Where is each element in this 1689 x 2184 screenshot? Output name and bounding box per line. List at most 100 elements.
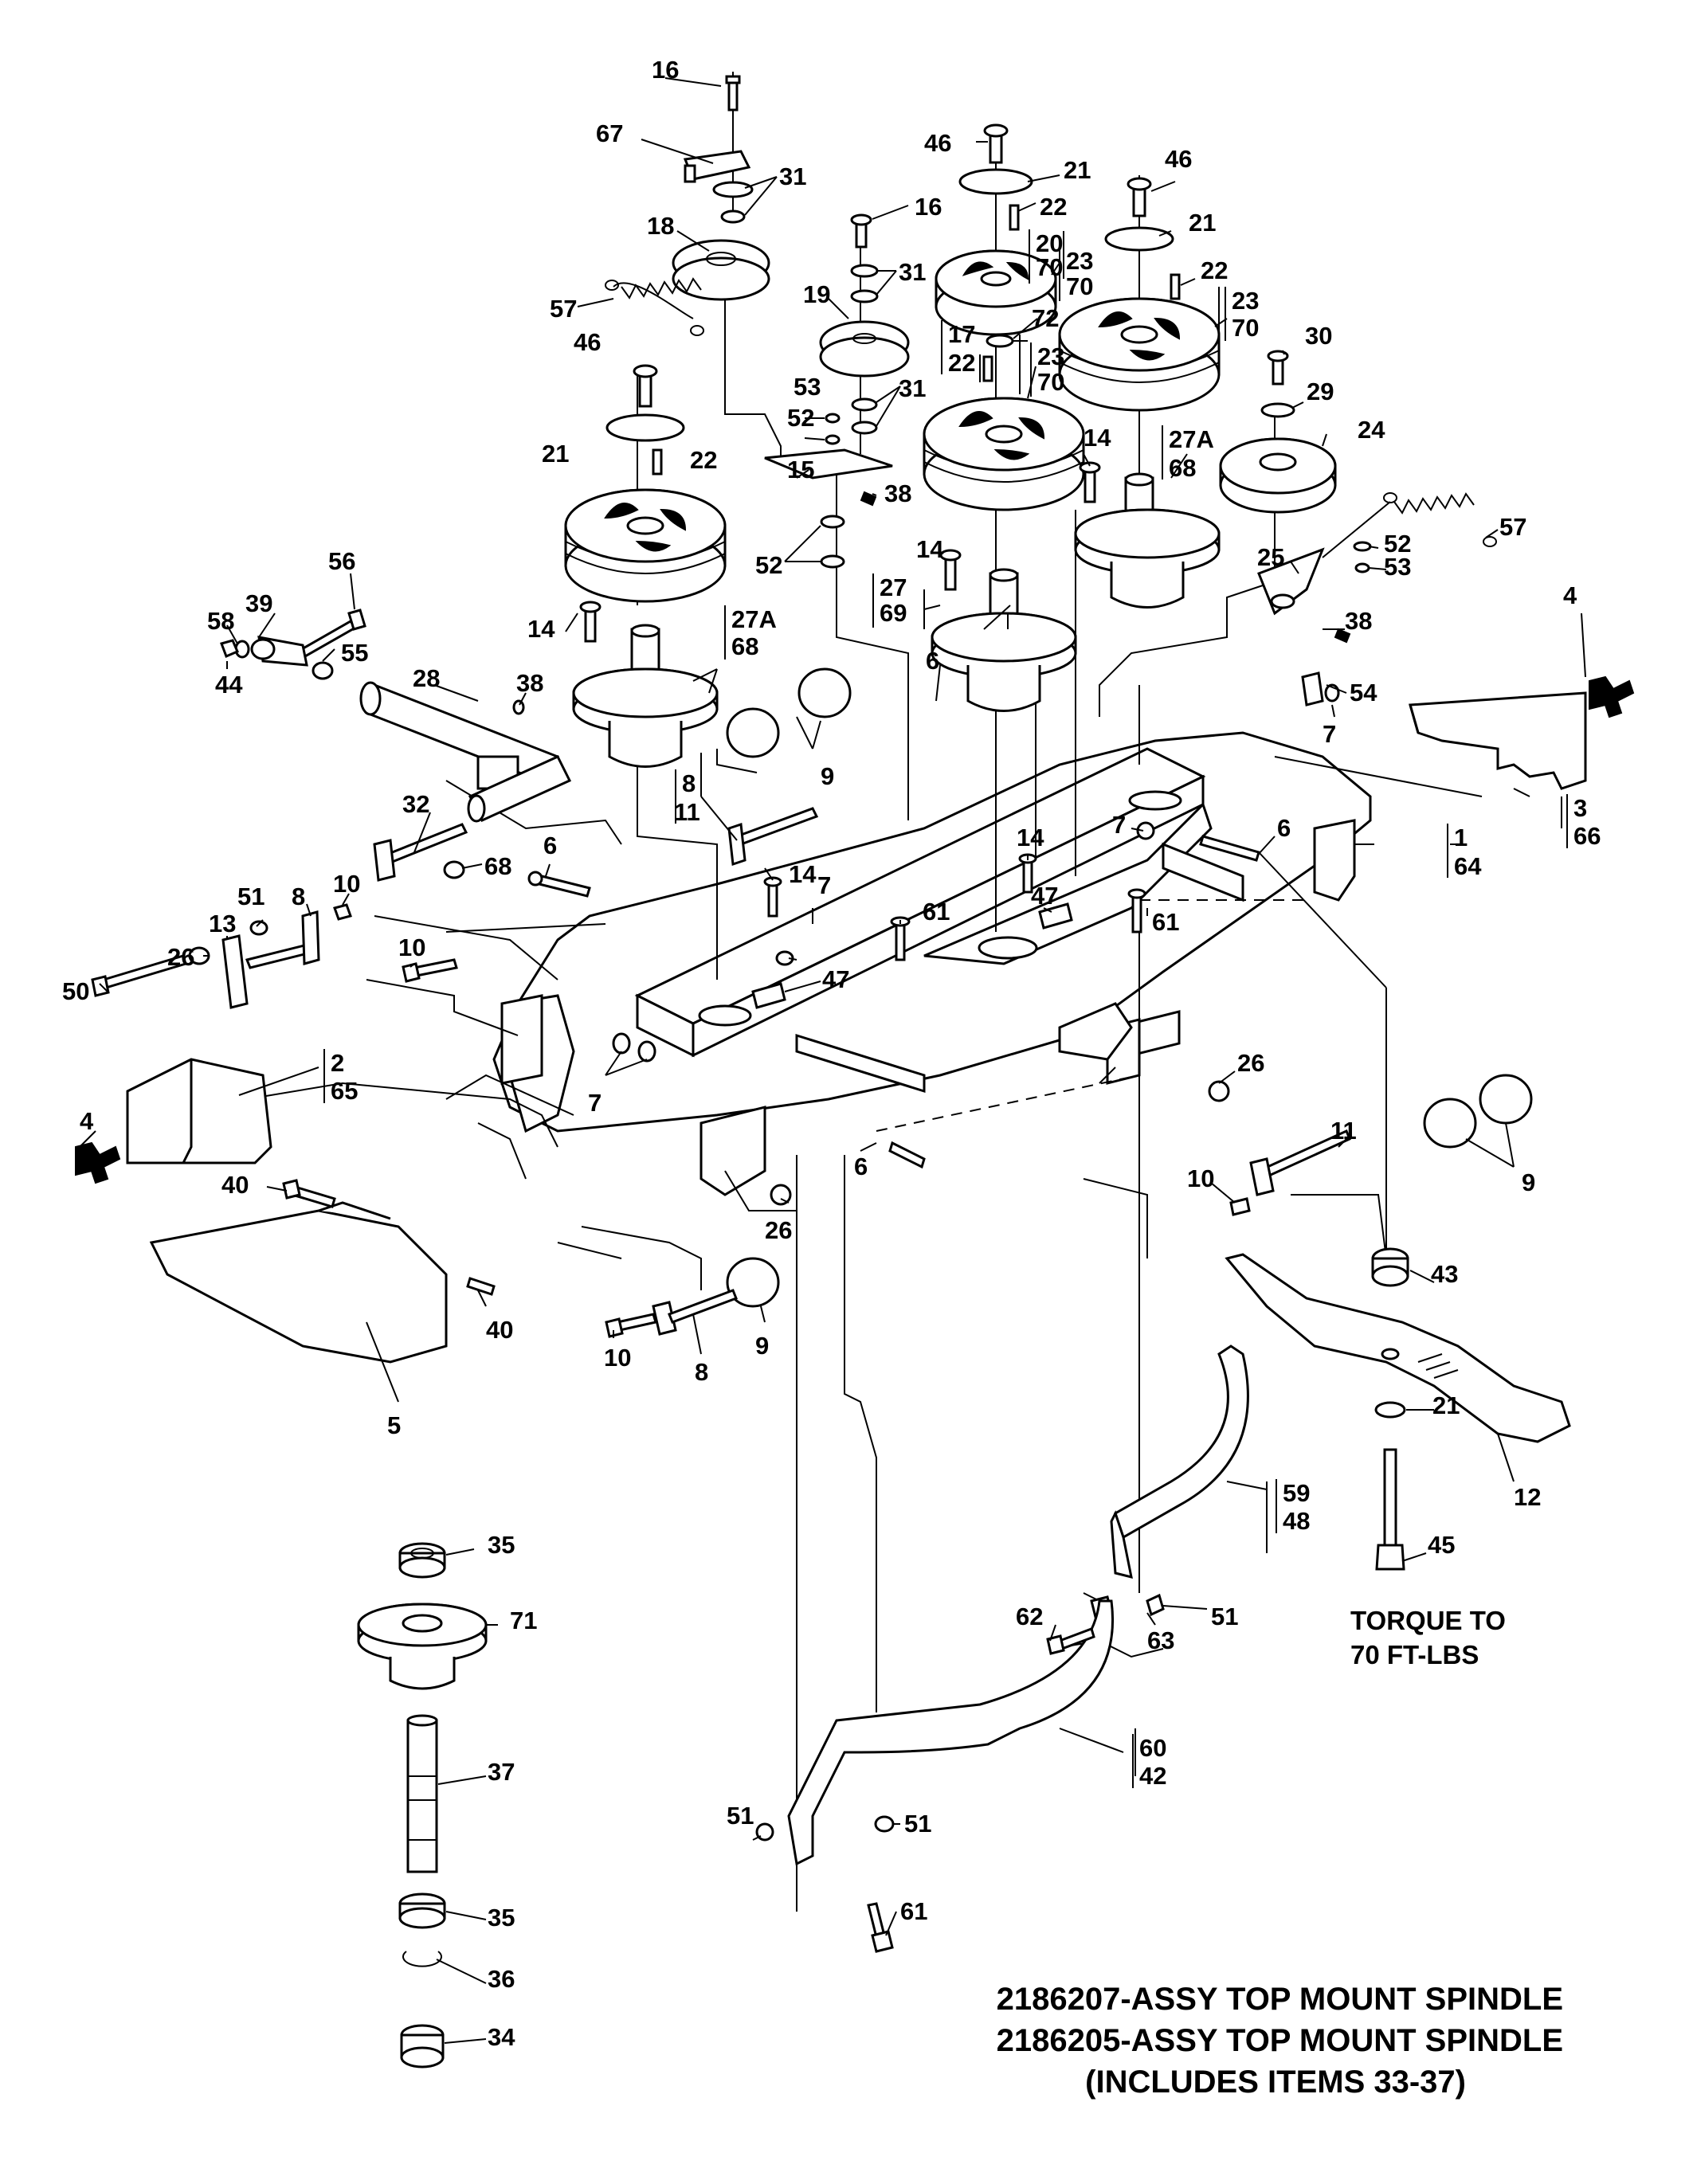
callout-2: 2 [331,1049,344,1077]
callout-25: 25 [1257,543,1284,571]
callout-52: 52 [787,404,814,432]
callout-16: 16 [915,193,942,221]
callout-70: 70 [1036,253,1063,281]
caption-line-3: (INCLUDES ITEMS 33-37) [1085,2065,1466,2100]
callout-7: 7 [817,871,831,899]
leader-lines [79,77,1586,2044]
callout-8: 8 [695,1358,708,1386]
callout-14: 14 [916,535,944,563]
right-spindle-stack [1058,177,1221,609]
callout-69: 69 [880,599,907,627]
left-spindle-stack [564,364,727,768]
callout-61: 61 [900,1897,927,1925]
callout-8: 8 [292,883,305,910]
callout-30: 30 [1305,322,1332,350]
callout-70: 70 [1037,368,1064,396]
callout-9: 9 [821,762,834,790]
callout-31: 31 [779,162,806,190]
callout-7: 7 [588,1089,602,1117]
center-spindle-stack [923,123,1085,712]
callout-31: 31 [899,374,926,402]
callout-51: 51 [237,883,265,910]
callout-35: 35 [488,1904,515,1932]
callout-66: 66 [1573,822,1601,850]
callout-6: 6 [543,832,557,859]
callout-29: 29 [1307,378,1334,405]
callout-18: 18 [647,212,674,240]
callout-20: 20 [1036,229,1063,257]
callout-40: 40 [486,1316,513,1344]
callout-61: 61 [923,898,950,926]
callout-46: 46 [924,129,951,157]
callout-27a: 27A [731,605,777,633]
callout-23: 23 [1066,247,1093,275]
callout-9: 9 [755,1332,769,1360]
callout-51: 51 [1211,1603,1238,1630]
blade-assembly [1225,1247,1571,1571]
callout-9: 9 [1522,1168,1535,1196]
callout-11: 11 [674,798,700,826]
callout-38: 38 [516,669,543,697]
callout-17: 17 [948,320,975,348]
callout-11: 11 [1330,1117,1357,1145]
callout-51: 51 [904,1810,931,1838]
callout-68: 68 [1169,454,1196,482]
callout-1: 1 [1454,824,1468,851]
callout-26: 26 [167,943,194,971]
callout-labels: 1667311857462122237016311953523115385246… [62,56,1601,2051]
callout-31: 31 [899,258,926,286]
caption-line-2: 2186205-ASSY TOP MOUNT SPINDLE [997,2023,1563,2058]
callout-26: 26 [765,1216,792,1244]
callout-52: 52 [755,551,782,579]
callout-46: 46 [574,328,601,356]
callout-68: 68 [731,632,758,660]
callout-10: 10 [333,870,360,898]
callout-4: 4 [80,1107,94,1135]
callout-63: 63 [1147,1626,1174,1654]
callout-22: 22 [1201,256,1228,284]
torque-note-line-2: 70 FT-LBS [1350,1640,1479,1669]
callout-5: 5 [387,1411,401,1439]
deck-housing [492,731,1372,1196]
callout-13: 13 [209,910,236,937]
callout-10: 10 [398,933,425,961]
callout-48: 48 [1283,1507,1310,1535]
callout-14: 14 [1017,824,1044,851]
callout-22: 22 [948,349,975,377]
callout-32: 32 [402,790,429,818]
callout-15: 15 [787,456,814,483]
callout-21: 21 [542,440,569,468]
callout-14: 14 [789,860,817,888]
callout-8: 8 [682,769,696,797]
callout-55: 55 [341,639,368,667]
callout-38: 38 [884,479,911,507]
callout-12: 12 [1514,1483,1541,1511]
callout-3: 3 [1573,794,1587,822]
callout-23: 23 [1037,342,1064,370]
callout-72: 72 [1032,304,1059,332]
callout-71: 71 [510,1607,537,1634]
callout-57: 57 [1499,513,1526,541]
callout-47: 47 [1031,882,1058,910]
callout-39: 39 [245,589,272,617]
left-idler-stack [672,75,770,301]
assembly-guide-lines [246,72,1483,1912]
spindle-assembly-detail [357,1542,488,2069]
callout-59: 59 [1283,1479,1310,1507]
callout-67: 67 [596,119,623,147]
callout-7: 7 [1112,811,1126,839]
callout-47: 47 [822,965,849,993]
callout-4: 4 [1563,581,1577,609]
callout-42: 42 [1139,1762,1166,1790]
callout-38: 38 [1345,607,1372,635]
callout-19: 19 [803,280,830,308]
callout-46: 46 [1165,145,1192,173]
callout-28: 28 [413,664,440,692]
callout-56: 56 [328,547,355,575]
callout-53: 53 [794,373,821,401]
baffles [755,1344,1249,1953]
callout-6: 6 [854,1153,868,1180]
deflectors [75,675,1635,1364]
caption-line-1: 2186207-ASSY TOP MOUNT SPINDLE [997,1982,1563,2017]
